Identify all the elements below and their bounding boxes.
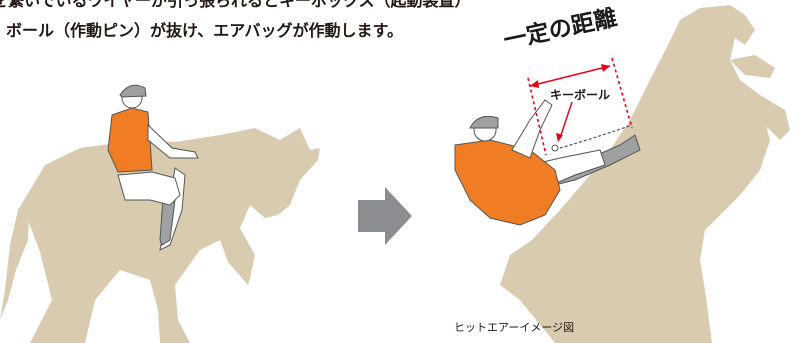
rider-left bbox=[107, 84, 199, 251]
description-line-2: ボール（作動ピン）が抜け、エアバッグが作動します。 bbox=[6, 21, 403, 40]
distance-marker bbox=[527, 57, 633, 156]
horse-left bbox=[0, 128, 320, 343]
rider-right bbox=[454, 99, 641, 226]
horse-right bbox=[500, 5, 790, 343]
image-caption: ヒットエアーイメージ図 bbox=[454, 321, 575, 334]
description-line-1: を繋いでいるワイヤーが引っ張られるとキーボックス（起動装置） bbox=[0, 0, 471, 10]
key-ball-label: キーボール bbox=[550, 88, 611, 102]
key-ball-pointer bbox=[556, 101, 573, 142]
right-arrow-icon bbox=[358, 187, 412, 245]
